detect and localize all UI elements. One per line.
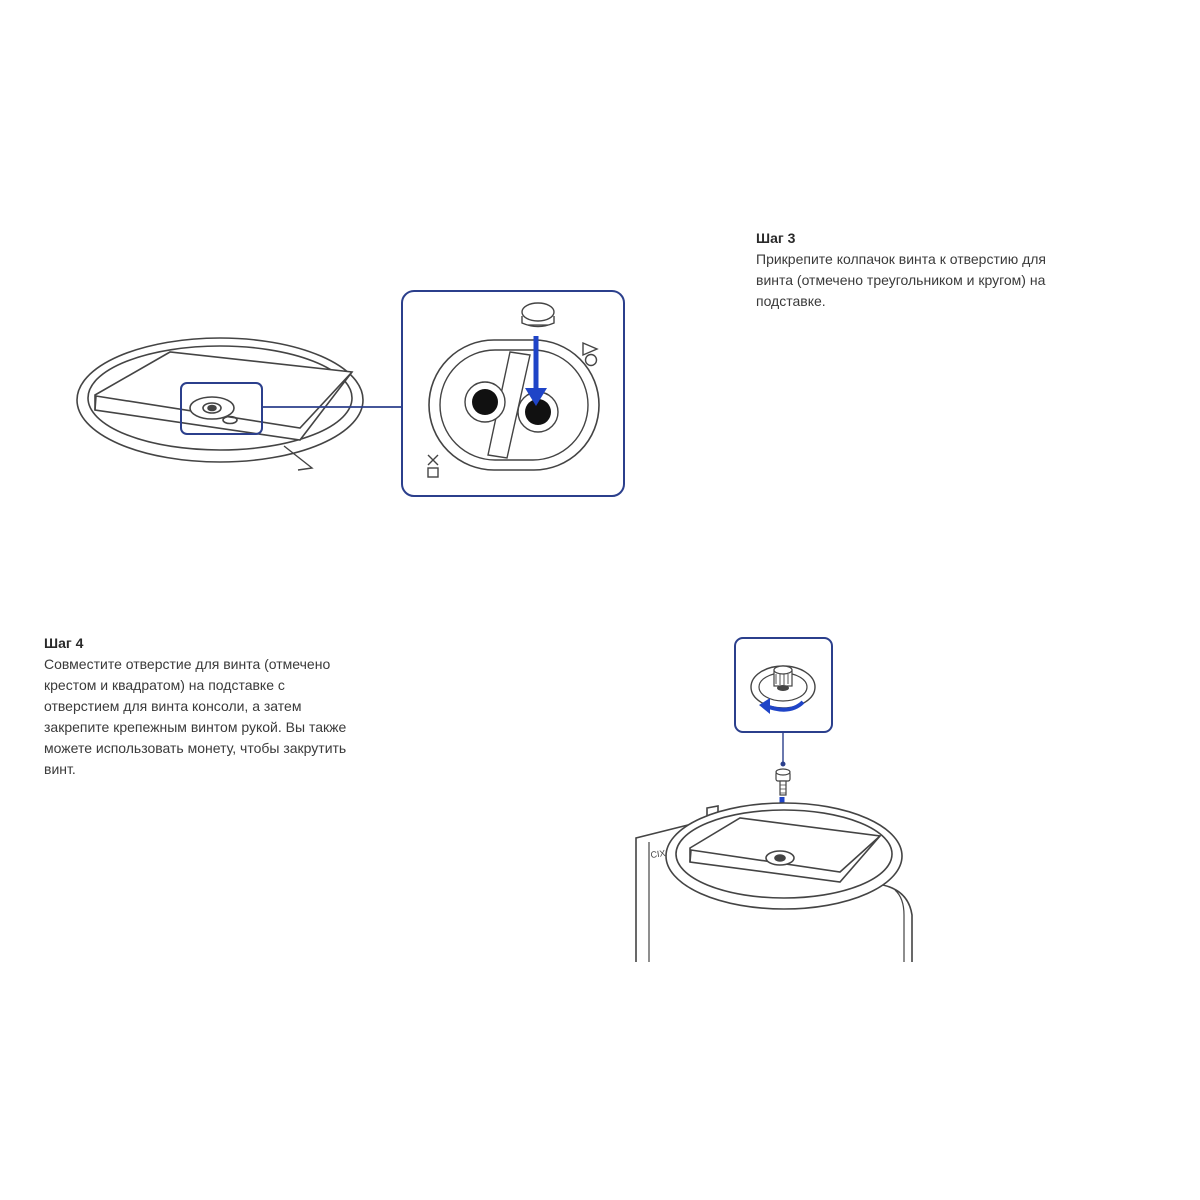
triangle-circle-symbol-icon: [582, 341, 599, 367]
step-3-title: Шаг 3: [756, 230, 796, 246]
step-4-line-6: винт.: [44, 761, 76, 777]
step-4-line-1: Совместите отверстие для винта (отмечено: [44, 656, 331, 672]
step-4-zoom-panel: [734, 637, 833, 733]
step-4-text: Шаг 4 Совместите отверстие для винта (от…: [44, 633, 384, 780]
step-3-highlight-box: [180, 382, 263, 435]
step-4-line-4: закрепите крепежным винтом рукой. Вы так…: [44, 719, 347, 735]
mounting-screw: [775, 768, 791, 796]
step-3-line-1: Прикрепите колпачок винта к отверстию дл…: [756, 251, 1047, 267]
screw-cap: [521, 302, 555, 328]
step-3-text: Шаг 3 Прикрепите колпачок винта к отверс…: [756, 228, 1086, 312]
step-4-line-5: можете использовать монету, чтобы закрут…: [44, 740, 347, 756]
step-4-console-illustration: CIXOX: [635, 802, 913, 962]
cross-square-symbol-icon: [427, 454, 439, 478]
step-3-zoom-panel: [401, 290, 625, 497]
step-4-title: Шаг 4: [44, 635, 84, 651]
step-3-line-2: винта (отмечено треугольником и кругом) …: [756, 272, 1046, 288]
step-3-stand-illustration: [76, 337, 364, 471]
step-4-line-2: крестом и квадратом) на подставке с: [44, 677, 285, 693]
step-4-line-3: отверстием для винта консоли, а затем: [44, 698, 302, 714]
step-3-line-3: подставке.: [756, 293, 826, 309]
